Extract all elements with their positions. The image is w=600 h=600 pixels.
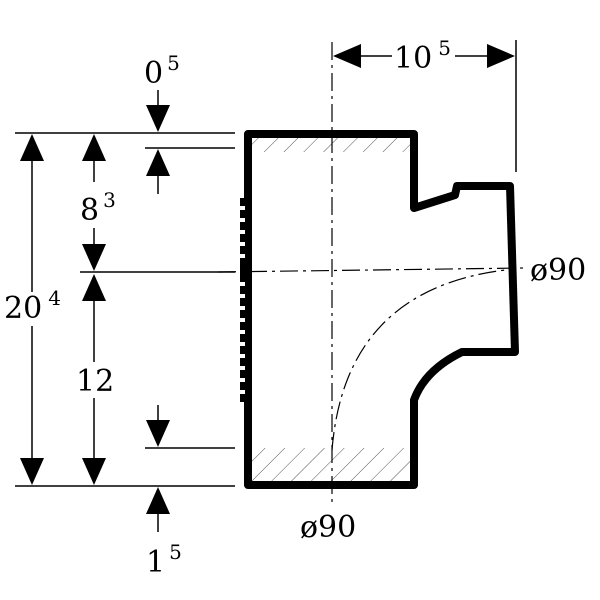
total-height-dimension <box>20 134 44 485</box>
bottom-gap-dimension <box>146 405 170 532</box>
extension-lines <box>15 40 517 487</box>
branch-flow-arc <box>331 269 506 451</box>
branch-offset-dimension <box>333 44 515 68</box>
main-diameter-label: ø90 <box>300 510 356 545</box>
horizontal-centerline <box>217 267 526 273</box>
branch-diameter-label: ø90 <box>530 253 586 288</box>
tee-outline <box>244 130 519 489</box>
lower-height-label: 12 <box>76 364 114 399</box>
upper-height-dimension <box>82 134 106 271</box>
seal-ribs <box>240 198 248 402</box>
top-gap-dimension <box>146 90 170 194</box>
lower-height-dimension <box>82 274 106 485</box>
